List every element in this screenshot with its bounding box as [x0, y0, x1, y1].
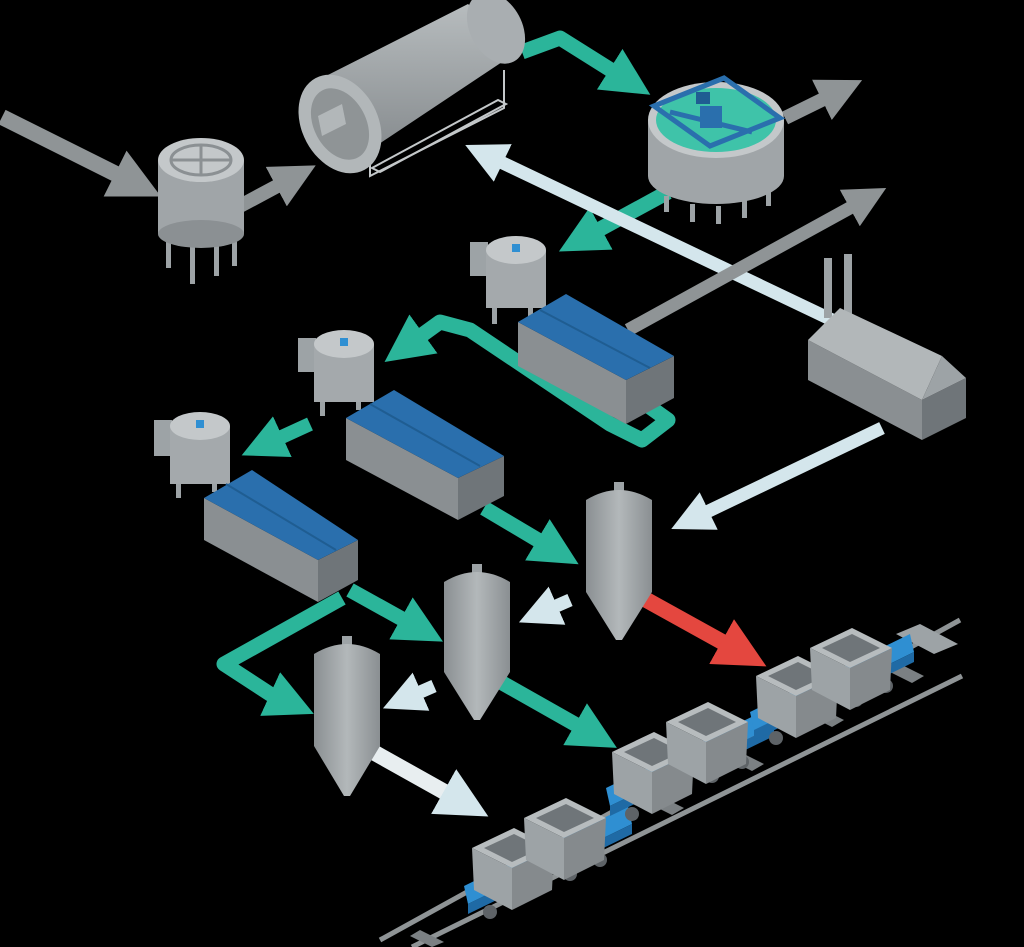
mixer-unit-2 — [298, 330, 374, 416]
tank-icon — [158, 138, 244, 284]
tray-3 — [204, 470, 358, 602]
flow-arrow-drum-to-clarifier — [519, 30, 651, 95]
buffer-stop — [896, 624, 958, 654]
flow-arrow-grey-long — [624, 187, 887, 336]
silo-3 — [314, 636, 380, 796]
silo-1 — [586, 482, 652, 640]
silo-2 — [444, 564, 510, 720]
flow-arrow-inlet — [0, 109, 161, 197]
flow-arrow-mixer2-to-mixer3 — [241, 416, 313, 458]
drum-icon — [298, 0, 526, 178]
wagon-group-3 — [750, 628, 914, 745]
flow-arrow-building-to-silo — [671, 422, 885, 530]
mixer-unit-1 — [470, 236, 546, 324]
mixer-unit-3 — [154, 412, 230, 498]
flow-arrow-red — [628, 585, 767, 667]
wagon-icon — [464, 628, 914, 919]
flow-arrow-tank-out — [236, 165, 316, 213]
wagon-group-1 — [464, 798, 632, 919]
building-icon — [808, 254, 966, 440]
tray-2 — [346, 390, 504, 520]
flow-arrow-silo2-to-wagons — [486, 669, 617, 748]
tray-1 — [518, 294, 674, 424]
flow-arrow-tray2-to-silo1 — [480, 501, 579, 565]
wagon-group-2 — [606, 702, 774, 821]
flow-arrow-small-1 — [518, 586, 573, 625]
flow-arrows — [0, 30, 887, 817]
silo-icon — [314, 482, 652, 796]
flow-arrow-small-2 — [382, 672, 437, 711]
flow-arrow-serpentine — [384, 314, 676, 448]
flow-arrow-tray3-to-silo2 — [346, 583, 443, 642]
flow-arrow-clarifier-out — [781, 79, 863, 125]
flow-arrow-return-light — [465, 144, 873, 344]
clarifier-icon — [648, 75, 786, 224]
flow-arrow-silo3-to-wagons — [362, 741, 489, 817]
flow-arrow-tray3-to-silo3 — [216, 591, 346, 716]
